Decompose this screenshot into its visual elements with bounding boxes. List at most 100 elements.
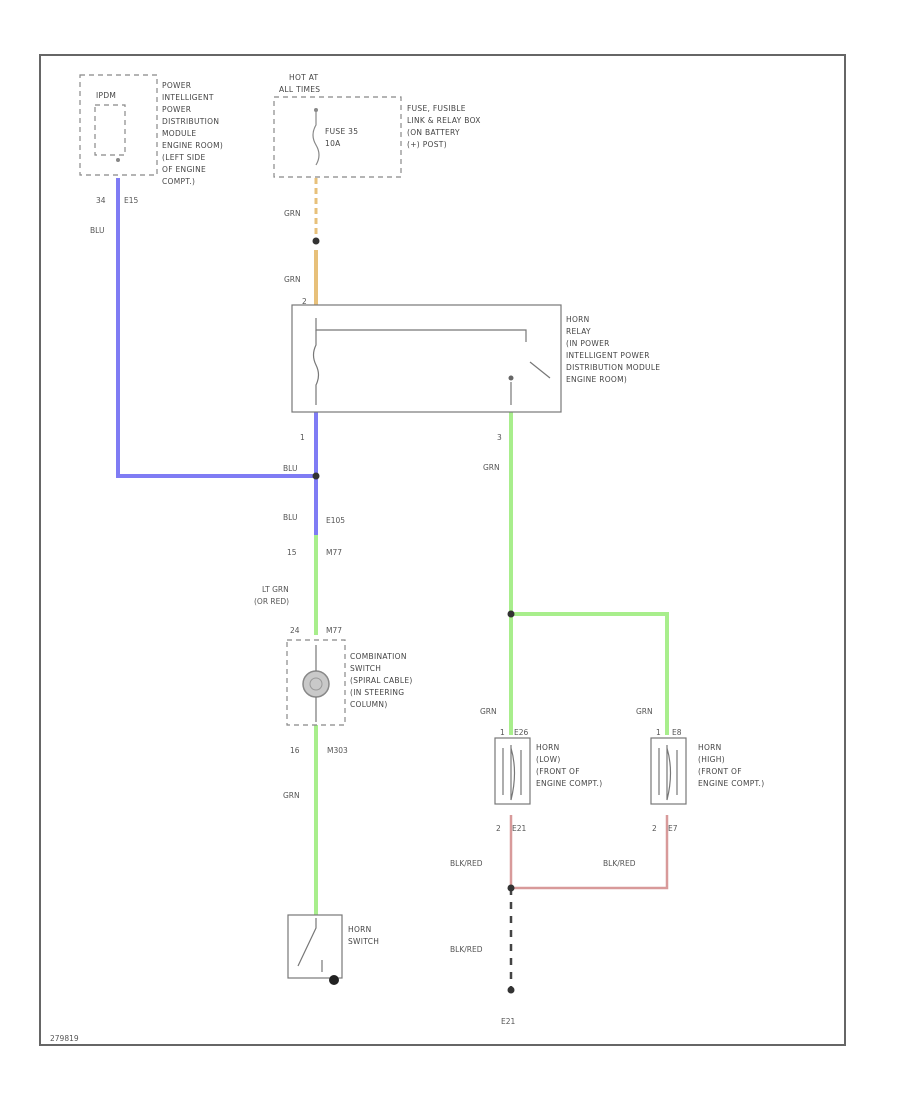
- fuse-wire-color-top: GRN: [284, 209, 301, 218]
- splice-pin: 15: [287, 548, 297, 557]
- ipdm-connector: E15: [124, 196, 139, 205]
- fuse-box: [273, 96, 402, 178]
- ipdm-desc-line: OF ENGINE: [162, 165, 206, 174]
- horn-high-connector-top: E8: [672, 728, 682, 737]
- hot-label: HOT AT: [289, 73, 319, 82]
- fuse-box-desc-line: (+) POST): [407, 140, 447, 149]
- horn-low-out-wire-color: BLK/RED: [450, 859, 483, 868]
- relay-pin-1: 1: [300, 433, 305, 442]
- combo-switch-desc: COMBINATION SWITCH (SPIRAL CABLE) (IN ST…: [350, 652, 413, 709]
- ipdm-desc: POWER INTELLIGENT POWER DISTRIBUTION MOD…: [162, 81, 223, 186]
- splice-dot-blu: [312, 472, 320, 480]
- horn-high-desc-line: (HIGH): [698, 755, 725, 764]
- fuse-terminal-top: [314, 108, 318, 112]
- horn-low-pin-bottom: 2: [496, 824, 501, 833]
- horn-relay-desc-line: DISTRIBUTION MODULE: [566, 363, 660, 372]
- spiral-cable-inner: [309, 677, 323, 691]
- relay-coil-winding: [312, 330, 320, 405]
- combo-switch-desc-line: (SPIRAL CABLE): [350, 676, 413, 685]
- horn-low-desc-line: (LOW): [536, 755, 561, 764]
- horn-high-desc-line: (FRONT OF: [698, 767, 742, 776]
- horn-low-desc-line: ENGINE COMPT.): [536, 779, 602, 788]
- horn-low-symbol: [502, 745, 522, 801]
- horn-relay-desc-line: ENGINE ROOM): [566, 375, 627, 384]
- ground-label: E21: [501, 1017, 516, 1026]
- ipdm-wire-color: BLU: [90, 226, 104, 235]
- splice-wire-color-lower: BLU: [283, 513, 297, 522]
- horn-high-pin-top: 1: [656, 728, 661, 737]
- horn-high-symbol: [658, 745, 678, 801]
- fuse-box-desc: FUSE, FUSIBLE LINK & RELAY BOX (ON BATTE…: [407, 104, 481, 149]
- combo-switch-box: [286, 639, 346, 726]
- ipdm-desc-line: ENGINE ROOM): [162, 141, 223, 150]
- horn-switch-desc-line: SWITCH: [348, 937, 379, 946]
- horn-low-connector-top: E26: [514, 728, 529, 737]
- combo-switch-desc-line: SWITCH: [350, 664, 381, 673]
- combo-connector-bottom: M303: [327, 746, 348, 755]
- horn-high-desc-line: HORN: [698, 743, 722, 752]
- horn-high-desc: HORN (HIGH) (FRONT OF ENGINE COMPT.): [698, 743, 764, 788]
- combo-pin-bottom: 16: [290, 746, 300, 755]
- horn-low-desc: HORN (LOW) (FRONT OF ENGINE COMPT.): [536, 743, 602, 788]
- grn-wire-high-branch: [511, 612, 669, 735]
- ipdm-desc-line: MODULE: [162, 129, 196, 138]
- combo-connector-top: M77: [326, 626, 342, 635]
- horn-high-pin-bottom: 2: [652, 824, 657, 833]
- fuse-box-desc-line: LINK & RELAY BOX: [407, 116, 481, 125]
- diagram-frame: [39, 54, 846, 1046]
- combo-wire-color: LT GRN: [262, 585, 289, 594]
- blu-wire: [116, 178, 316, 478]
- fuse-element: [312, 112, 320, 166]
- horn-low-desc-line: (FRONT OF: [536, 767, 580, 776]
- ipdm-pin: 34: [96, 196, 106, 205]
- combo-out-wire-color: GRN: [283, 791, 300, 800]
- ipdm-tag: IPDM: [96, 91, 116, 100]
- horn-switch-contact: [297, 918, 323, 972]
- horn-relay-desc-line: (IN POWER: [566, 339, 610, 348]
- horn-low-box: [494, 737, 531, 805]
- combo-switch-desc-line: COLUMN): [350, 700, 388, 709]
- combo-switch-desc-line: COMBINATION: [350, 652, 407, 661]
- combo-wire-color-alt: (OR RED): [254, 597, 289, 606]
- splice-dot-top: [312, 237, 320, 245]
- splice-connector-2: M77: [326, 548, 342, 557]
- horn-low-connector-bottom: E21: [512, 824, 527, 833]
- fuse-label: FUSE 35: [325, 127, 358, 136]
- ipdm-desc-line: INTELLIGENT: [162, 93, 214, 102]
- splice-connector: E105: [326, 516, 345, 525]
- horn-high-connector-bottom: E7: [668, 824, 678, 833]
- ipdm-desc-line: DISTRIBUTION: [162, 117, 219, 126]
- ipdm-desc-line: (LEFT SIDE: [162, 153, 205, 162]
- horn-low-wire-color: GRN: [480, 707, 497, 716]
- horn-high-desc-line: ENGINE COMPT.): [698, 779, 764, 788]
- horn-switch-ground-icon: [329, 975, 339, 985]
- fuse-box-desc-line: (ON BATTERY: [407, 128, 460, 137]
- ipdm-box: [79, 74, 158, 176]
- horn-switch-box: [287, 914, 343, 979]
- horn-high-box: [650, 737, 687, 805]
- ground-wire-color: BLK/RED: [450, 945, 483, 954]
- horn-relay-desc-line: RELAY: [566, 327, 591, 336]
- ipdm-inner: [94, 104, 126, 156]
- horn-relay-box: [291, 304, 562, 413]
- relay-pin-2: 2: [302, 297, 307, 306]
- ipdm-desc-line: POWER: [162, 81, 191, 90]
- ipdm-desc-line: POWER: [162, 105, 191, 114]
- relay-contact-fixed: [508, 375, 514, 381]
- red-wire-high: [511, 815, 669, 890]
- hot-label: ALL TIMES: [279, 85, 320, 94]
- diagram-code: 279819: [50, 1034, 79, 1043]
- relay-pin-3: 3: [497, 433, 502, 442]
- horn-relay-desc-line: HORN: [566, 315, 590, 324]
- relay-out-wire-color: GRN: [483, 463, 500, 472]
- ground-dot: [507, 986, 515, 994]
- horn-relay-desc-line: INTELLIGENT POWER: [566, 351, 650, 360]
- splice-wire-color-upper: BLU: [283, 464, 297, 473]
- splice-dot-grn: [507, 610, 515, 618]
- splice-dot-red: [507, 884, 515, 892]
- fuse-box-desc-line: FUSE, FUSIBLE: [407, 104, 466, 113]
- horn-low-desc-line: HORN: [536, 743, 560, 752]
- ipdm-pin-dot: [116, 158, 120, 162]
- horn-high-wire-color: GRN: [636, 707, 653, 716]
